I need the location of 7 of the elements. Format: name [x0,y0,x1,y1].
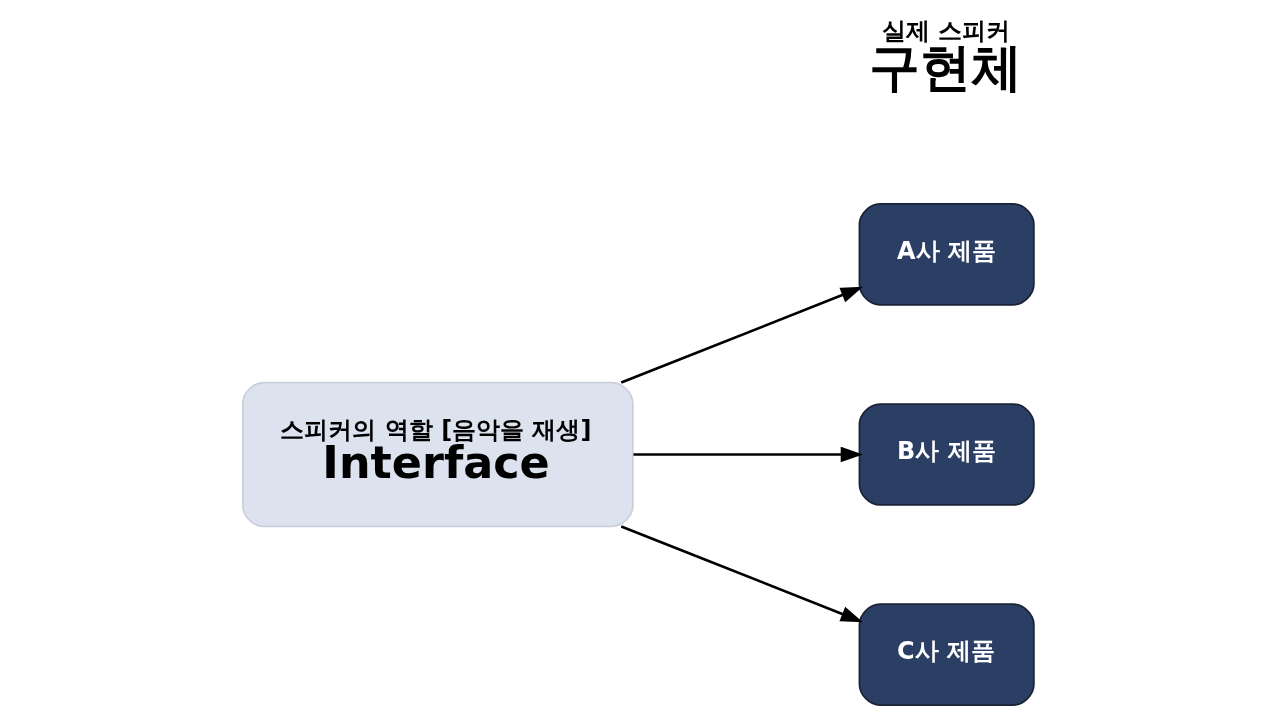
node-box: A사 제품 [858,203,1035,306]
node-box: C사 제품 [858,603,1035,706]
node-box: 스피커의 역할 [음악을 재생] Interface [241,381,634,528]
node-box: B사 제품 [858,403,1035,506]
arrow [620,286,863,384]
arrow [620,525,863,623]
arrow [633,446,863,463]
